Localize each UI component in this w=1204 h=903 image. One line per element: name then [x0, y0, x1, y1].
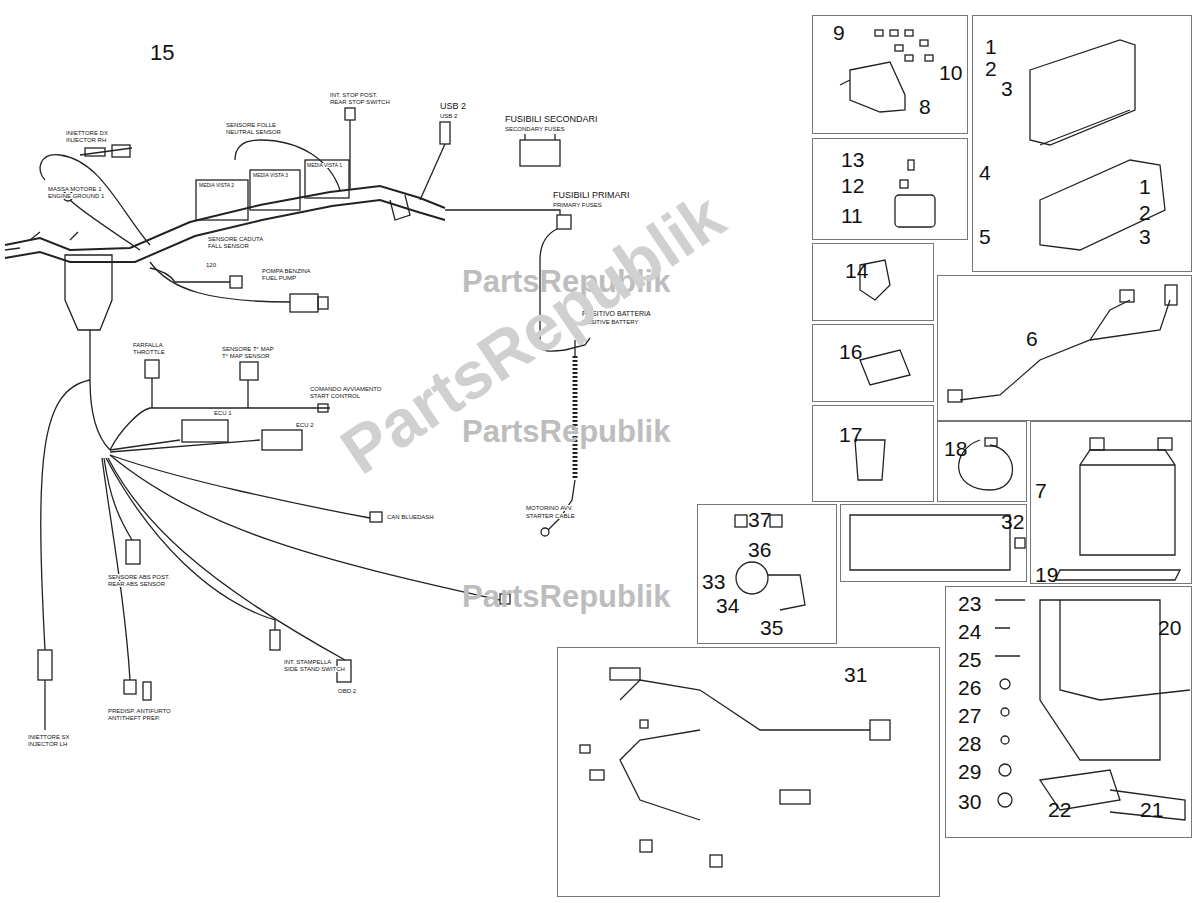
figure-panel: 17	[812, 405, 934, 502]
wire-label: 120	[206, 262, 216, 268]
wire-label: REAR STOP SWITCH	[330, 99, 390, 105]
wire-label: INT. STAMPELLA	[284, 659, 331, 665]
callout-number: 3	[1001, 78, 1013, 99]
wire-label: ANTITHEFT PREP.	[108, 715, 160, 721]
wire-label: T° MAP SENSOR	[222, 353, 270, 359]
callout-number: 4	[979, 162, 991, 183]
wire-label: ECU 1	[214, 410, 232, 416]
wire-label: POMPA BENZINA	[262, 268, 311, 274]
wire-label: FUSIBILI PRIMARI	[553, 191, 630, 200]
callout-number: 9	[833, 22, 845, 43]
wire-label: FALL SENSOR	[208, 243, 249, 249]
wire-label: REAR ABS SENSOR	[108, 581, 165, 587]
callout-number: 6	[1026, 328, 1038, 349]
wire-label: ECU 2	[296, 422, 314, 428]
wire-label: SENSORE CADUTA	[208, 236, 263, 242]
wire-label: SENSORE FOLLE	[226, 122, 276, 128]
callout-number: 23	[958, 593, 981, 614]
callout-number: 36	[748, 539, 771, 560]
callout-number: 29	[958, 761, 981, 782]
callout-number: 25	[958, 649, 981, 670]
wire-label: ENGINE GROUND 1	[48, 193, 104, 199]
callout-number: 31	[844, 664, 867, 685]
wire-label: MOTORINO AVV.	[526, 505, 573, 511]
wire-label: MEDIA VISTA 1	[307, 163, 342, 168]
callout-number: 5	[979, 226, 991, 247]
callout-number: 22	[1048, 799, 1071, 820]
wire-label: FUSIBILI SECONDARI	[505, 115, 598, 124]
wire-label: SIDE STAND SWITCH	[284, 666, 345, 672]
wire-label: THROTTLE	[133, 349, 165, 355]
callout-number: 37	[748, 509, 771, 530]
figure-panel: 18	[937, 421, 1027, 502]
wire-label: SECONDARY FUSES	[505, 126, 564, 132]
callout-number: 18	[944, 438, 967, 459]
wire-label: STARTER CABLE	[526, 513, 575, 519]
callout-number: 17	[839, 424, 862, 445]
wire-label: USB 2	[440, 113, 457, 119]
callout-number: 7	[1035, 480, 1047, 501]
wire-label: CAN BLUEDASH	[387, 514, 434, 520]
callout-number: 3	[1139, 226, 1151, 247]
wire-label: SENSORE T° MAP	[222, 346, 274, 352]
figure-panel: 14	[812, 243, 934, 321]
callout-number: 2	[1139, 202, 1151, 223]
wire-label: INJECTOR RH	[66, 137, 106, 143]
wire-label: START CONTROL	[310, 393, 360, 399]
callout-number: 33	[702, 571, 725, 592]
callout-number: 21	[1140, 799, 1163, 820]
wire-label: INIETTORE SX	[28, 734, 70, 740]
callout-number: 8	[919, 96, 931, 117]
watermark: PartsRepublik	[462, 581, 670, 612]
callout-number: 11	[841, 205, 863, 226]
callout-number: 16	[839, 341, 862, 362]
wire-label: MEDIA VISTA 3	[253, 173, 288, 178]
callout-number: 14	[845, 260, 868, 281]
wire-label: INJECTOR LH	[28, 741, 67, 747]
callout-number: 24	[958, 621, 981, 642]
callout-number: 20	[1158, 617, 1181, 638]
wire-label: USB 2	[440, 102, 466, 111]
callout-number: 19	[1035, 564, 1058, 585]
figure-panel: 31	[557, 647, 940, 897]
callout-number: 1	[985, 36, 997, 57]
callout-number: 10	[939, 62, 962, 83]
wire-label: PRIMARY FUSES	[553, 202, 602, 208]
callout-number: 12	[841, 175, 864, 196]
wire-label: MEDIA VISTA 2	[199, 183, 234, 188]
figure-panel: 16	[812, 324, 934, 402]
figure-panel: 32	[840, 504, 1027, 582]
figure-panel: 23 24 25 26 27 28 29 30 20 22 21	[945, 586, 1192, 838]
wire-label: NEUTRAL SENSOR	[226, 129, 281, 135]
callout-number: 26	[958, 677, 981, 698]
callout-number: 32	[1001, 511, 1024, 532]
callout-number: 15	[150, 42, 174, 64]
figure-panel: 13 12 11	[812, 138, 968, 240]
callout-number: 34	[716, 595, 739, 616]
callout-number: 1	[1139, 176, 1151, 197]
wire-label: PREDISP. ANTIFURTO	[108, 708, 171, 714]
figure-panel: 12341235	[972, 15, 1192, 272]
figure-panel: 37 36 33 34 35	[697, 504, 837, 644]
callout-number: 13	[841, 149, 864, 170]
callout-number: 27	[958, 705, 981, 726]
wire-label: SENSORE ABS POST.	[108, 574, 170, 580]
figure-panel: 6	[937, 275, 1192, 421]
wire-label: COMANDO AVVIAMENTO	[310, 386, 381, 392]
wire-label: FUEL PUMP	[262, 275, 296, 281]
callout-number: 30	[958, 791, 981, 812]
wire-label: FARFALLA	[133, 342, 163, 348]
wire-label: INIETTORE DX	[66, 130, 108, 136]
watermark: PartsRepublik	[462, 416, 670, 447]
wire-label: MASSA MOTORE 1	[48, 186, 102, 192]
figure-panel: 7 19	[1030, 421, 1192, 584]
callout-number: 28	[958, 733, 981, 754]
wire-label: INT. STOP POST.	[330, 92, 377, 98]
figure-panel: 9 10 8	[812, 15, 968, 134]
callout-number: 35	[760, 617, 783, 638]
wire-label: OBD 2	[338, 688, 356, 694]
callout-number: 2	[985, 58, 997, 79]
